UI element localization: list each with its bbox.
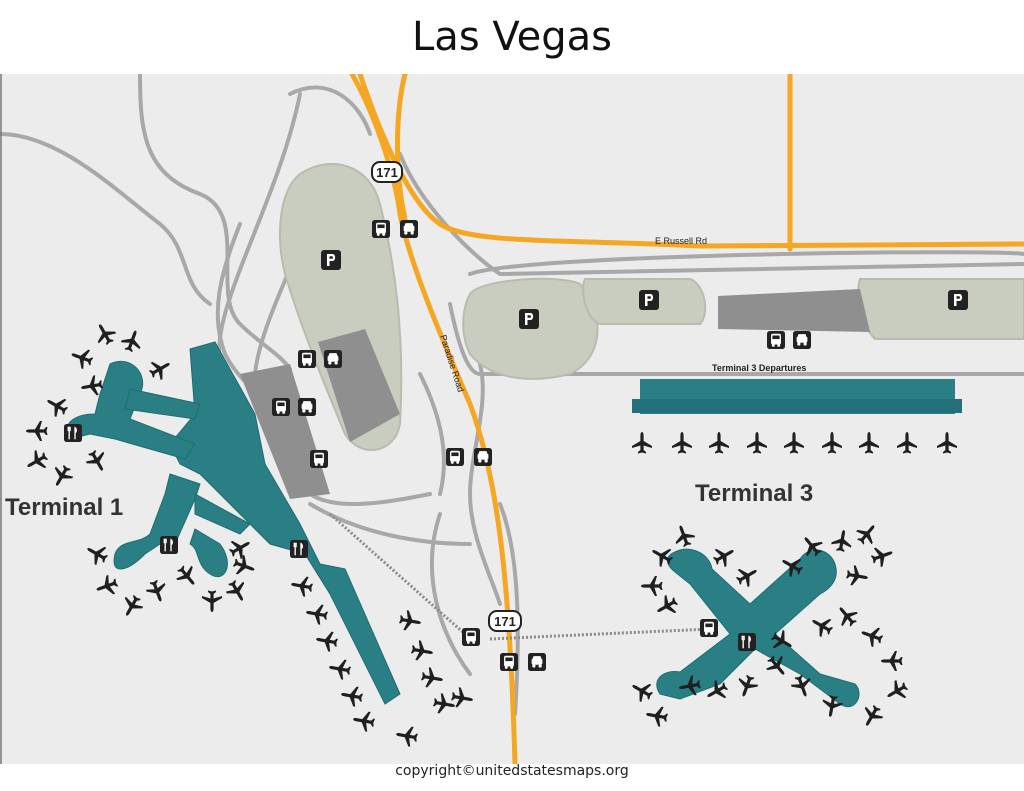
road-segment: [308, 502, 472, 546]
car-rental-icon[interactable]: [310, 450, 328, 468]
tram-lines: [329, 512, 711, 641]
route-shield-north: 171: [371, 161, 403, 183]
road-segment: [288, 85, 372, 136]
tram-line-terminal-3: [489, 627, 711, 641]
food-icon[interactable]: [290, 540, 308, 558]
garage-terminal-3: [718, 289, 870, 332]
parking-lot-east: [857, 278, 1024, 340]
terminal-3-label: Terminal 3: [695, 480, 813, 507]
bus-icon[interactable]: [767, 331, 785, 349]
road-segment: [467, 362, 502, 606]
road-network: [0, 74, 1024, 716]
bus-icon[interactable]: [298, 350, 316, 368]
food-icon[interactable]: [160, 536, 178, 554]
road-segment: [468, 250, 1024, 276]
parking-icon[interactable]: P: [948, 290, 968, 310]
car-rental-icon[interactable]: [700, 619, 718, 637]
food-icon[interactable]: [64, 424, 82, 442]
taxi-icon[interactable]: [298, 398, 316, 416]
taxi-icon[interactable]: [793, 331, 811, 349]
road-label-russell: E Russell Rd: [655, 236, 707, 246]
terminal-3-departures-label: Terminal 3 Departures: [712, 363, 806, 373]
road-segment: [429, 512, 472, 676]
map-canvas: E Russell Rd Paradise Road Terminal 3 De…: [0, 74, 1024, 764]
road-segment: [0, 132, 212, 306]
bus-icon[interactable]: [272, 398, 290, 416]
terminal-3-departures-gates: [632, 432, 957, 454]
garage-terminal-1-south: [240, 364, 330, 499]
car-rental-icon[interactable]: [462, 628, 480, 646]
road-segment: [418, 372, 446, 496]
copyright-footer: copyright©unitedstatesmaps.org: [395, 763, 629, 779]
road-segment: [138, 74, 292, 371]
taxi-icon[interactable]: [528, 653, 546, 671]
bus-icon[interactable]: [500, 653, 518, 671]
taxi-icon[interactable]: [400, 220, 418, 238]
taxi-icon[interactable]: [324, 350, 342, 368]
terminal-1-label: Terminal 1: [5, 494, 123, 521]
road-segment: [498, 502, 520, 716]
svg-text:171: 171: [376, 165, 398, 180]
airport-map: E Russell Rd Paradise Road Terminal 3 De…: [0, 74, 1024, 764]
terminal-3-departures-building: Terminal 3 Departures: [632, 363, 962, 414]
terminal-3-departures-base: [632, 399, 962, 413]
parking-icon[interactable]: P: [639, 290, 659, 310]
terminal-3-building: [656, 548, 860, 707]
parking-icon[interactable]: P: [321, 250, 341, 270]
taxi-icon[interactable]: [474, 448, 492, 466]
road-segment: [448, 302, 1024, 376]
parking-icon[interactable]: P: [519, 309, 539, 329]
bus-icon[interactable]: [446, 448, 464, 466]
bus-icon[interactable]: [372, 220, 390, 238]
highway-russell-rd: [357, 74, 1024, 249]
map-title: Las Vegas: [412, 14, 612, 60]
food-icon[interactable]: [738, 633, 756, 651]
highway-ramp: [395, 74, 408, 222]
route-shield-south: 171: [488, 610, 522, 632]
svg-text:171: 171: [494, 614, 516, 629]
terminal-1-building: [66, 341, 401, 705]
